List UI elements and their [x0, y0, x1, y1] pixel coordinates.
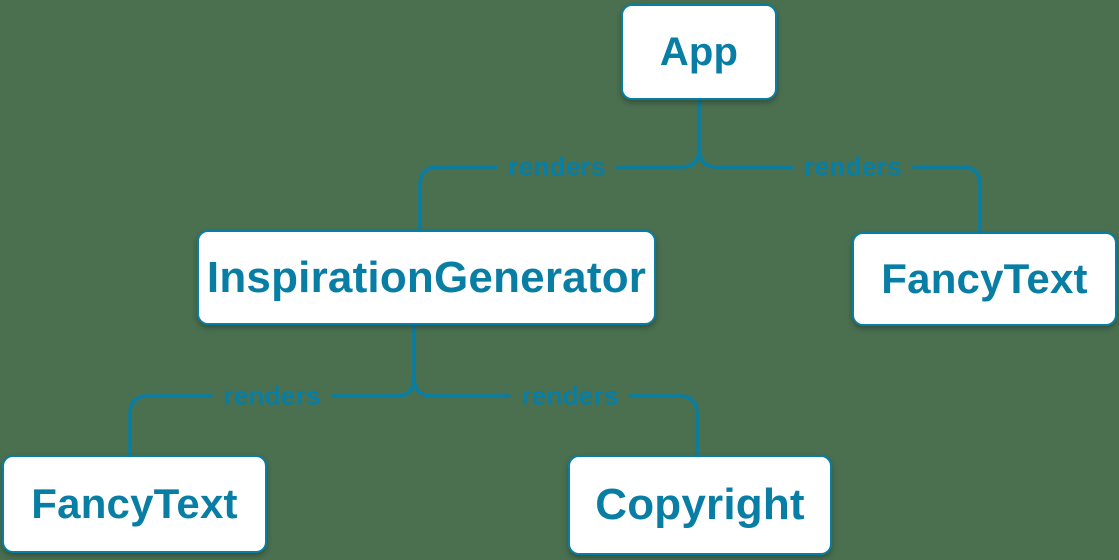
node-label: FancyText	[881, 255, 1088, 302]
edge-label-renders: renders	[510, 378, 630, 414]
edge-label-renders: renders	[497, 149, 617, 185]
node-copyright: Copyright	[568, 455, 832, 555]
node-app: App	[621, 4, 777, 100]
node-label: InspirationGenerator	[206, 252, 647, 302]
node-label: Copyright	[595, 480, 805, 529]
node-fancytext-bottom: FancyText	[2, 455, 267, 553]
node-fancytext-top: FancyText	[852, 232, 1117, 326]
node-label: FancyText	[31, 480, 238, 527]
node-inspirationgenerator: InspirationGenerator	[197, 230, 656, 325]
edge-label-renders: renders	[793, 149, 913, 185]
edge-app-fancytext	[697, 147, 982, 234]
node-label: App	[659, 29, 739, 74]
edge-inspirationgenerator-copyright	[412, 376, 699, 457]
edge-label-renders: renders	[212, 378, 332, 414]
